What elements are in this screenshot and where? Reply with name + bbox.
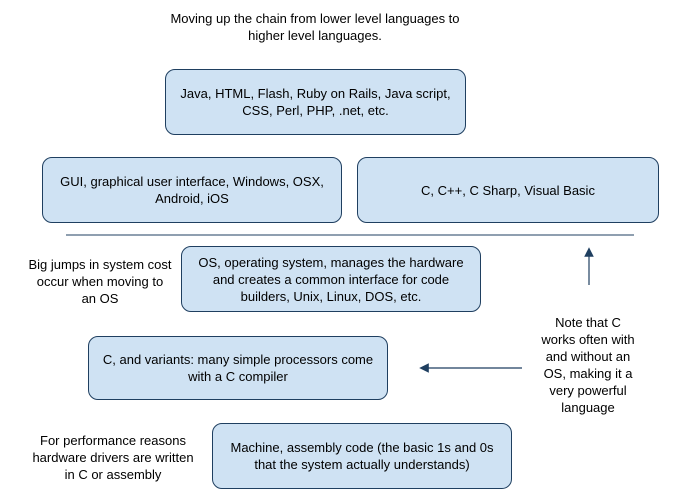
diagram-title: Moving up the chain from lower level lan…: [170, 11, 460, 43]
gui-box: GUI, graphical user interface, Windows, …: [42, 157, 342, 223]
performance-note: For performance reasons hardware drivers…: [32, 433, 194, 482]
c-note: Note that C works often with and without…: [541, 315, 635, 415]
big-jumps-note: Big jumps in system cost occur when movi…: [28, 257, 172, 306]
machine-code-box: Machine, assembly code (the basic 1s and…: [212, 423, 512, 489]
c-family-box: C, C++, C Sharp, Visual Basic: [357, 157, 659, 223]
os-box: OS, operating system, manages the hardwa…: [181, 246, 481, 312]
high-level-languages-box: Java, HTML, Flash, Ruby on Rails, Java s…: [165, 69, 466, 135]
c-variants-box: C, and variants: many simple processors …: [88, 336, 388, 400]
